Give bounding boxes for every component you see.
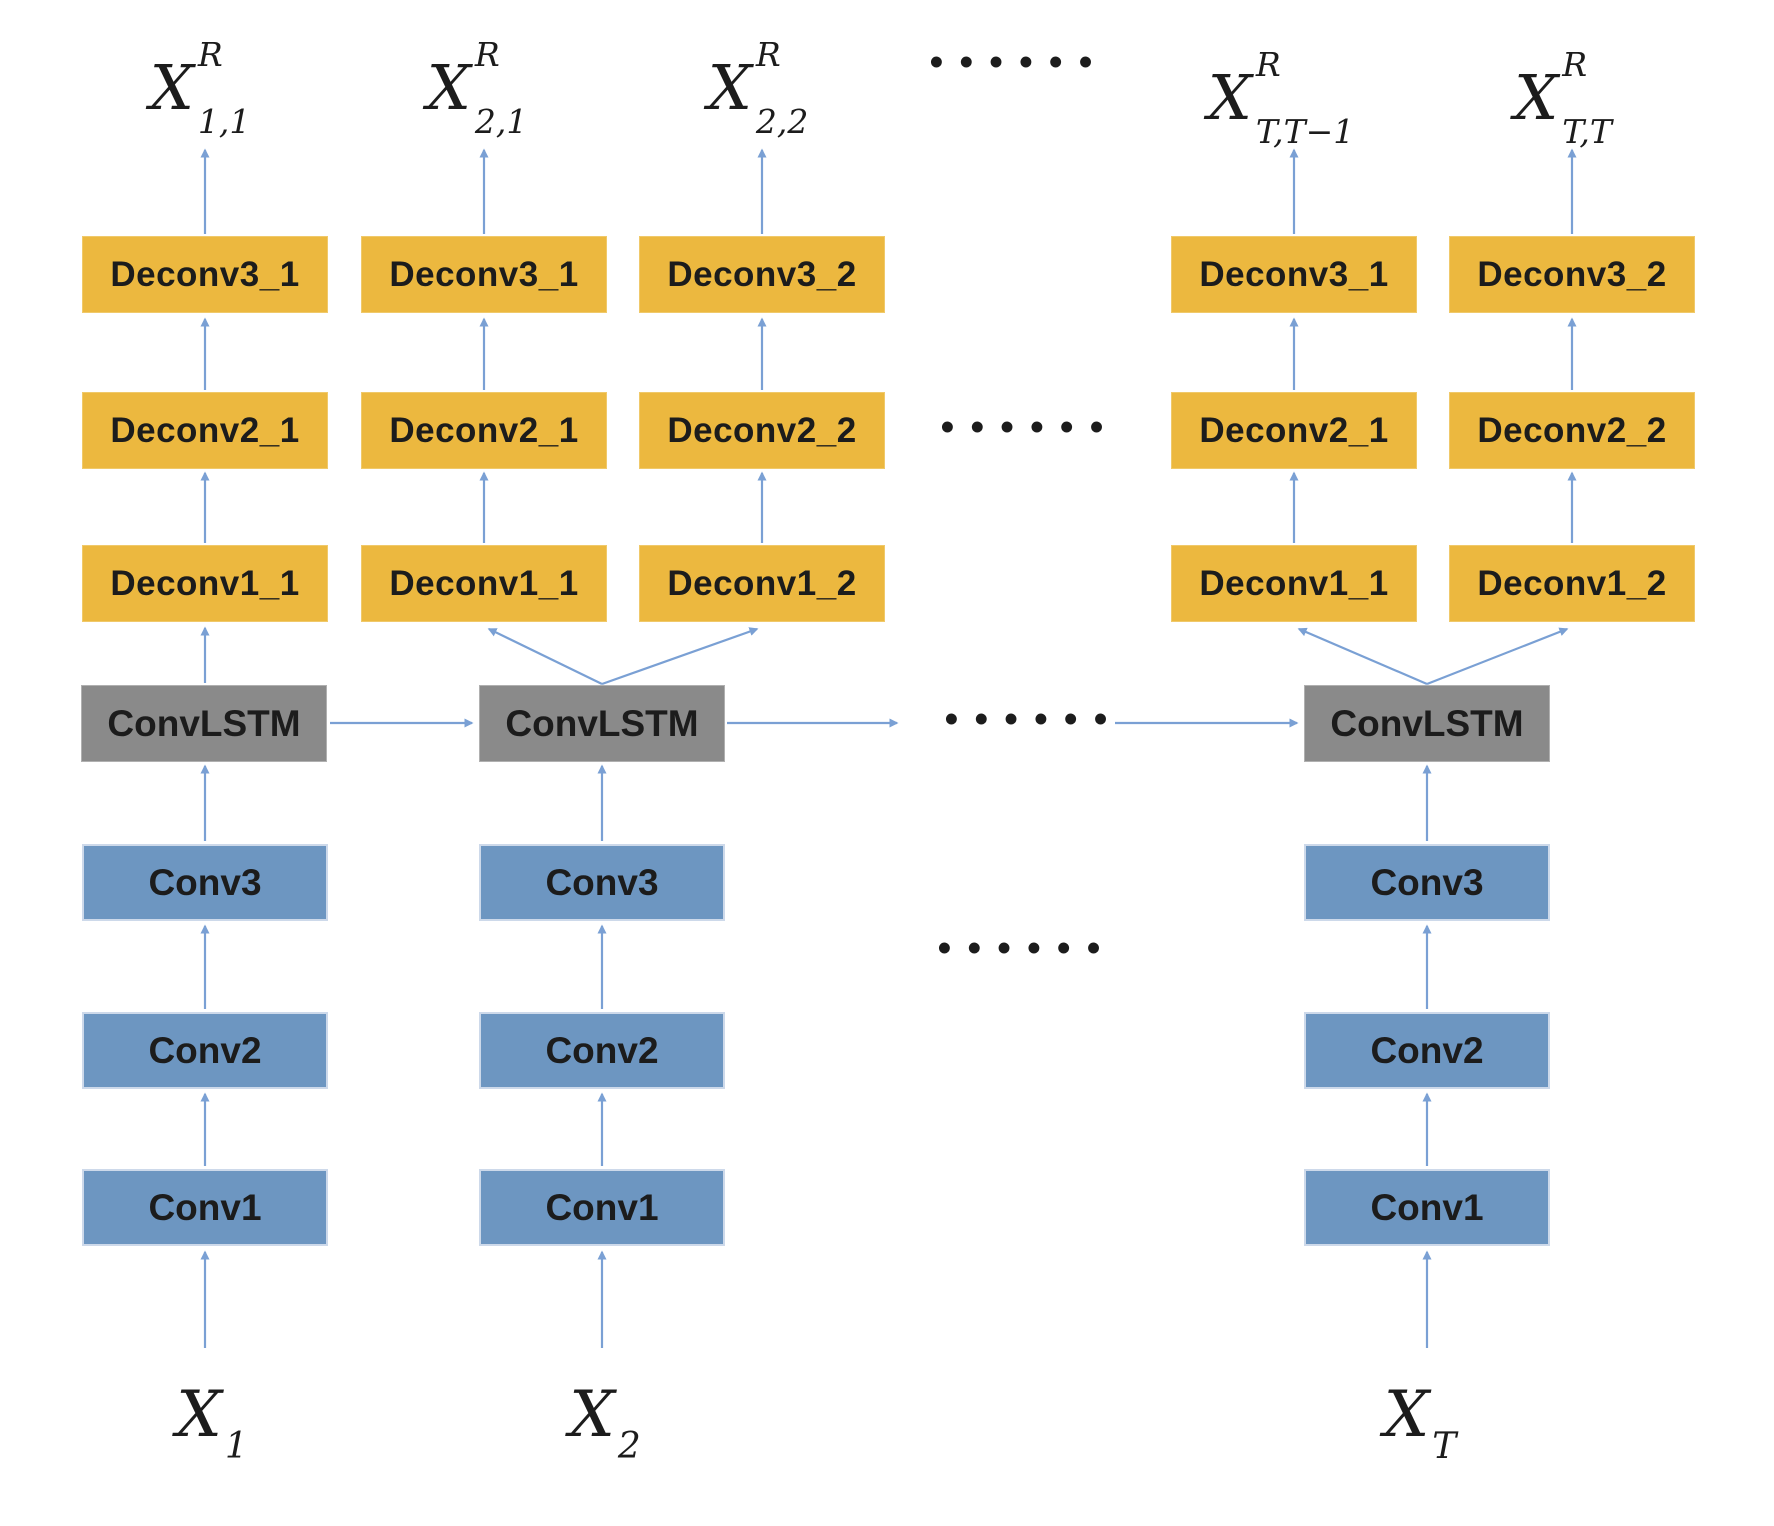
output-base: X xyxy=(149,51,194,125)
box-deconv2-2-stacktr: Deconv2_2 xyxy=(1449,392,1695,469)
output-subscript: 2,2 xyxy=(755,102,809,141)
box-deconv1-2-stack2r: Deconv1_2 xyxy=(639,545,885,622)
output-scripts: R T,T xyxy=(1562,48,1612,148)
box-deconv1-1-stack2l: Deconv1_1 xyxy=(361,545,607,622)
input-label-x-t: X T xyxy=(1383,1378,1457,1467)
output-base: X xyxy=(1514,61,1559,135)
box-deconv3-1-stack1: Deconv3_1 xyxy=(82,236,328,313)
input-base: X xyxy=(1383,1378,1430,1452)
box-deconv3-1-stack2l: Deconv3_1 xyxy=(361,236,607,313)
input-label-x-1: X 1 xyxy=(176,1378,248,1467)
input-subscript: 2 xyxy=(617,1426,641,1467)
decoder-arrows xyxy=(200,148,1577,543)
output-superscript: R xyxy=(1562,45,1588,84)
box-conv2-t2: Conv2 xyxy=(479,1012,725,1089)
box-deconv2-2-stack2r: Deconv2_2 xyxy=(639,392,885,469)
input-label-x-2: X 2 xyxy=(569,1378,641,1467)
output-scripts: R 2,2 xyxy=(756,38,808,138)
output-label-x-1-1: X R 1,1 xyxy=(150,38,251,138)
box-convlstm-t1: ConvLSTM xyxy=(81,685,327,762)
output-label-x-2-1: X R 2,1 xyxy=(427,38,528,138)
output-subscript: 2,1 xyxy=(474,102,528,141)
output-superscript: R xyxy=(755,35,781,74)
output-label-x-2-2: X R 2,2 xyxy=(708,38,809,138)
box-deconv1-1-stack1: Deconv1_1 xyxy=(82,545,328,622)
box-conv2-t1: Conv2 xyxy=(82,1012,328,1089)
box-convlstm-t2: ConvLSTM xyxy=(479,685,725,762)
box-deconv3-1-stacktl: Deconv3_1 xyxy=(1171,236,1417,313)
box-deconv2-1-stacktl: Deconv2_1 xyxy=(1171,392,1417,469)
output-superscript: R xyxy=(474,35,500,74)
box-deconv1-1-stacktl: Deconv1_1 xyxy=(1171,545,1417,622)
output-subscript: T,T xyxy=(1562,112,1612,151)
box-conv3-t2: Conv3 xyxy=(479,844,725,921)
box-conv1-t1: Conv1 xyxy=(82,1169,328,1246)
input-subscript: 1 xyxy=(224,1426,248,1467)
box-conv1-tt: Conv1 xyxy=(1304,1169,1550,1246)
box-convlstm-tt: ConvLSTM xyxy=(1304,685,1550,762)
box-deconv2-1-stack2l: Deconv2_1 xyxy=(361,392,607,469)
box-conv2-tt: Conv2 xyxy=(1304,1012,1550,1089)
output-base: X xyxy=(426,51,471,125)
output-scripts: R T,T−1 xyxy=(1256,48,1354,148)
box-conv3-t1: Conv3 xyxy=(82,844,328,921)
input-base: X xyxy=(569,1378,615,1452)
box-conv3-tt: Conv3 xyxy=(1304,844,1550,921)
box-conv1-t2: Conv1 xyxy=(479,1169,725,1246)
output-superscript: R xyxy=(1255,45,1281,84)
ellipsis-deconv2-row: •••••• xyxy=(937,410,1117,447)
box-deconv3-2-stack2r: Deconv3_2 xyxy=(639,236,885,313)
box-deconv2-1-stack1: Deconv2_1 xyxy=(82,392,328,469)
input-subscript: T xyxy=(1432,1426,1457,1467)
fan-arrows xyxy=(200,626,1569,686)
output-label-x-t-t1: X R T,T−1 xyxy=(1208,48,1354,148)
ellipsis-conv3-row: •••••• xyxy=(934,931,1114,968)
output-label-x-t-t: X R T,T xyxy=(1514,48,1612,148)
output-subscript: T,T−1 xyxy=(1255,112,1355,151)
ellipsis-convlstm-row: •••••• xyxy=(941,702,1121,739)
output-superscript: R xyxy=(197,35,223,74)
input-base: X xyxy=(176,1378,222,1452)
output-subscript: 1,1 xyxy=(197,102,251,141)
output-base: X xyxy=(1207,61,1252,135)
output-scripts: R 2,1 xyxy=(475,38,527,138)
output-base: X xyxy=(707,51,752,125)
box-deconv3-2-stacktr: Deconv3_2 xyxy=(1449,236,1695,313)
output-scripts: R 1,1 xyxy=(198,38,250,138)
encoder-arrows xyxy=(200,764,1432,1348)
ellipsis-top-row: •••••• xyxy=(926,45,1106,82)
box-deconv1-2-stacktr: Deconv1_2 xyxy=(1449,545,1695,622)
